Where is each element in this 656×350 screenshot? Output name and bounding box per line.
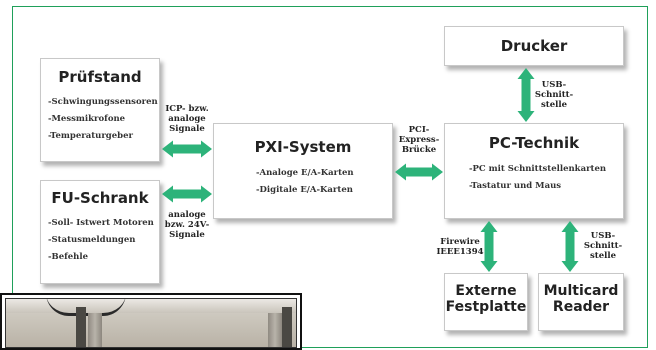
node-pruefstand-item: -Schwingungssensoren — [48, 97, 158, 107]
node-pruefstand-item: -Messmikrofone — [48, 114, 126, 124]
edge-label-line: Signale — [169, 124, 205, 134]
node-fu-schrank-item: -Statusmeldungen — [48, 235, 136, 245]
edge-label-line: Schnitt- — [534, 90, 574, 100]
node-externe-festplatte-title-2: Festplatte — [445, 299, 527, 315]
edge-label-line: USB- — [590, 231, 616, 241]
node-pc-technik-item: -Tastatur und Maus — [469, 181, 562, 191]
arrow-fu-schrank-pxi — [162, 185, 212, 203]
edge-label-pxi-pc: PCI- Express- Brücke — [394, 125, 444, 155]
node-fu-schrank-item: -Befehle — [48, 252, 89, 262]
node-pc-technik: PC-Technik -PC mit Schnittstellenkarten … — [444, 123, 624, 219]
edge-label-line: USB- — [541, 80, 567, 90]
photo-image — [5, 298, 297, 348]
node-externe-festplatte-title-1: Externe — [455, 283, 517, 299]
node-multicard-reader: Multicard Reader — [538, 273, 624, 331]
edge-label-fu-pxi: analoge bzw. 24V- Signale — [160, 210, 214, 240]
node-pruefstand-title: Prüfstand — [58, 68, 142, 86]
edge-label-line: bzw. 24V- — [164, 220, 210, 230]
edge-label-line: Schnitt- — [583, 241, 623, 251]
node-drucker-title: Drucker — [500, 37, 568, 55]
arrow-pxi-pc — [395, 163, 443, 181]
edge-label-line: PCI- — [408, 125, 430, 135]
node-multicard-reader-title-1: Multicard — [543, 283, 619, 299]
node-externe-festplatte: Externe Festplatte — [444, 273, 528, 331]
node-drucker: Drucker — [444, 26, 624, 66]
edge-label-pc-drucker: USB- Schnitt- stelle — [534, 80, 574, 110]
node-pxi-system-title: PXI-System — [254, 138, 352, 156]
photo-inset — [0, 293, 302, 350]
node-pruefstand: Prüfstand -Schwingungssensoren -Messmikr… — [40, 58, 160, 162]
node-fu-schrank-title: FU-Schrank — [51, 189, 149, 207]
node-pruefstand-item: -Temperaturgeber — [48, 131, 133, 141]
node-multicard-reader-title-2: Reader — [552, 299, 610, 315]
edge-label-line: Firewire — [440, 237, 480, 247]
edge-label-line: Signale — [169, 230, 205, 240]
arrow-pruefstand-pxi — [162, 140, 212, 158]
node-pc-technik-title: PC-Technik — [488, 134, 580, 152]
node-pxi-system-item: -Digitale E/A-Karten — [256, 185, 353, 195]
node-pc-technik-item: -PC mit Schnittstellenkarten — [469, 164, 607, 174]
node-fu-schrank: FU-Schrank -Soll- Istwert Motoren -Statu… — [40, 180, 160, 284]
edge-label-line: analoge — [168, 210, 206, 220]
arrow-pc-drucker — [517, 68, 535, 122]
edge-label-line: Express- — [398, 135, 440, 145]
edge-label-line: analoge — [168, 114, 206, 124]
node-pxi-system-item: -Analoge E/A-Karten — [256, 168, 354, 178]
edge-label-line: Brücke — [401, 145, 437, 155]
edge-label-line: ICP- bzw. — [165, 104, 209, 114]
edge-label-pc-reader: USB- Schnitt- stelle — [582, 231, 624, 261]
edge-label-pc-festplatte: Firewire IEEE1394 — [434, 237, 486, 257]
node-pxi-system: PXI-System -Analoge E/A-Karten -Digitale… — [213, 123, 393, 219]
arrow-pc-reader — [561, 221, 579, 272]
edge-label-pruef-pxi: ICP- bzw. analoge Signale — [160, 104, 214, 134]
edge-label-line: stelle — [590, 251, 616, 261]
edge-label-line: stelle — [541, 100, 567, 110]
edge-label-line: IEEE1394 — [436, 247, 484, 257]
arrow-pc-festplatte — [480, 221, 498, 272]
node-fu-schrank-item: -Soll- Istwert Motoren — [48, 218, 154, 228]
